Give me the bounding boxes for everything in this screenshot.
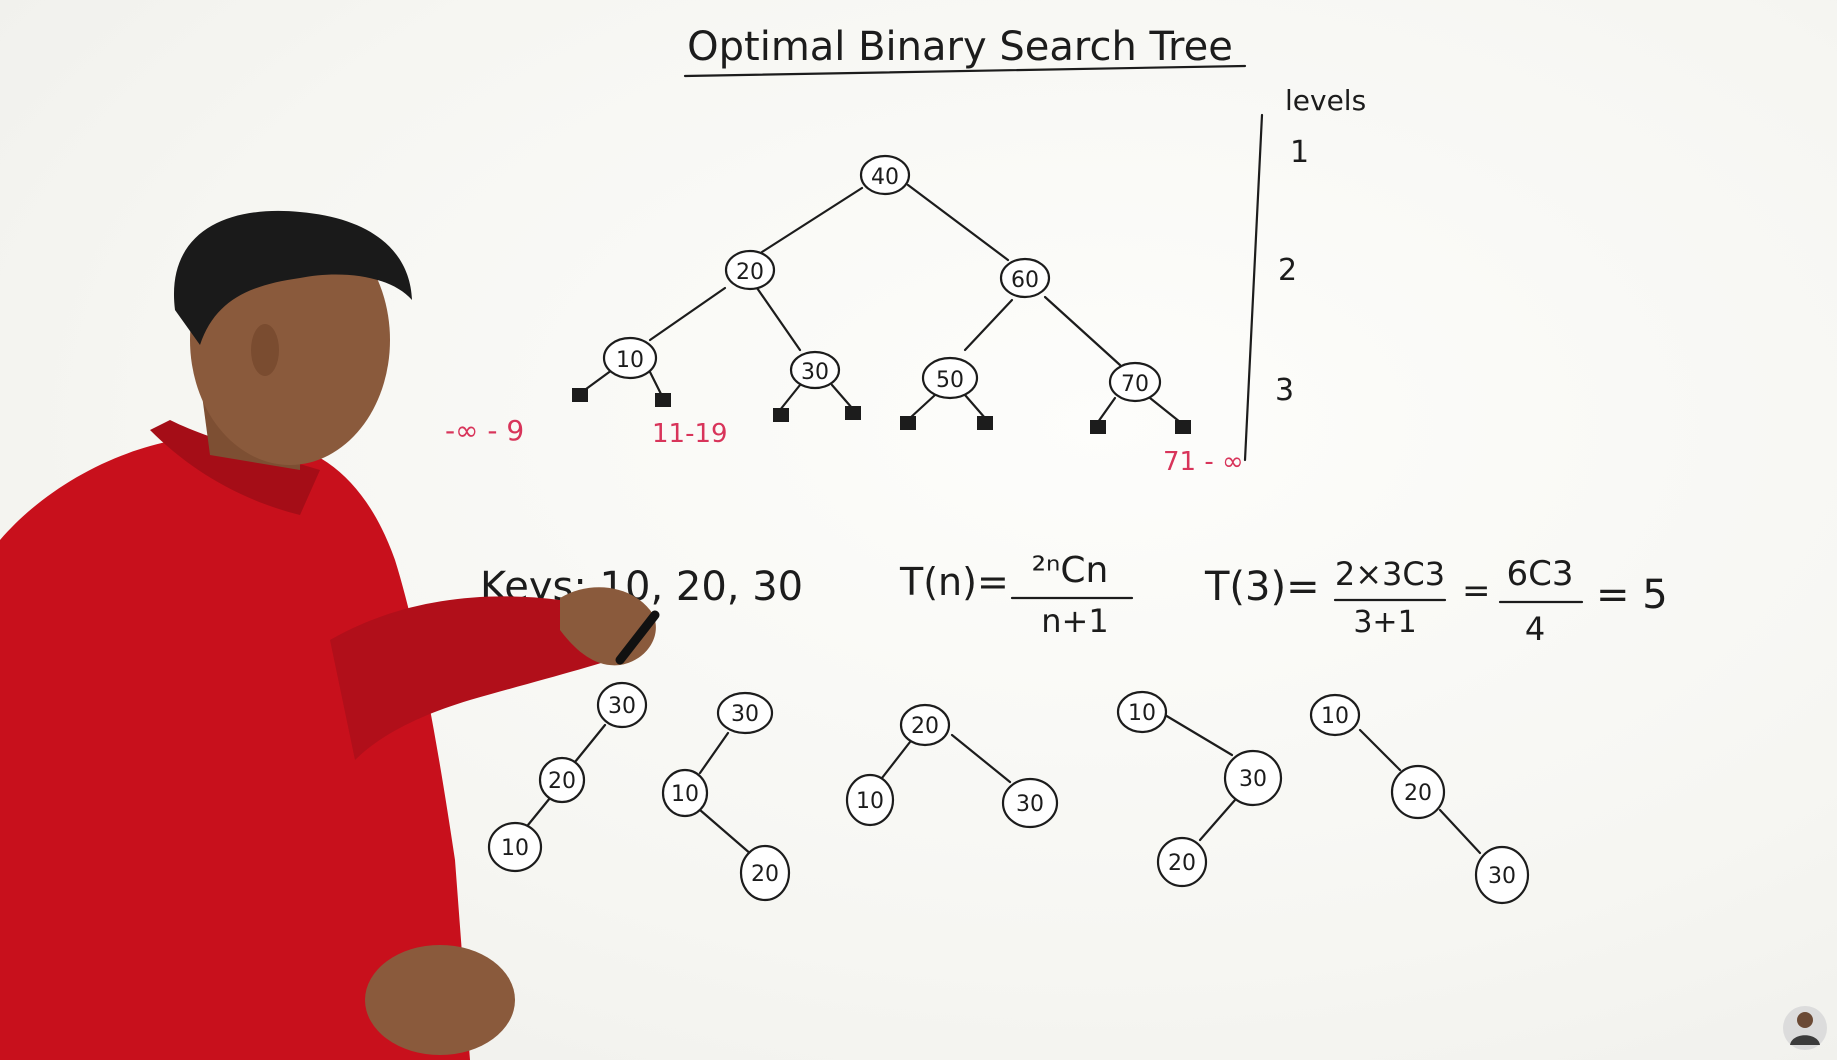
svg-text:2×3C3: 2×3C3 (1335, 555, 1445, 593)
tree-node-30: 30 (789, 350, 841, 390)
range-label-left: -∞ - 9 (445, 414, 524, 447)
range-label-right: 71 - ∞ (1163, 447, 1244, 477)
svg-text:10: 10 (616, 348, 644, 373)
svg-text:30: 30 (1016, 792, 1044, 817)
svg-text:30: 30 (1239, 767, 1267, 792)
small-tree-edges (526, 713, 1482, 857)
level-2: 2 (1278, 253, 1297, 288)
title-underline (683, 64, 1247, 78)
tree-node-10: 10 (602, 336, 658, 380)
svg-text:20: 20 (548, 769, 576, 794)
main-tree-edges (580, 183, 1182, 424)
svg-text:10: 10 (671, 782, 699, 807)
levels-label: levels (1285, 84, 1366, 117)
formula-catalan-three: T(3)= 2×3C3 3+1 = 6C3 4 = 5 (1204, 554, 1668, 648)
svg-text:10: 10 (1128, 701, 1156, 726)
range-label-middle: 11-19 (652, 419, 728, 449)
svg-text:3+1: 3+1 (1353, 605, 1416, 640)
svg-text:6C3: 6C3 (1506, 554, 1573, 594)
svg-text:n+1: n+1 (1041, 602, 1108, 640)
svg-text:20: 20 (1168, 851, 1196, 876)
levels-axis (1243, 113, 1264, 462)
svg-text:T(n)=: T(n)= (899, 560, 1009, 604)
ear (251, 324, 279, 376)
svg-text:40: 40 (871, 165, 899, 190)
main-tree-nodes: 40 20 60 10 30 50 70 (602, 154, 1162, 403)
marker-pen (615, 610, 660, 665)
tree-node-20: 20 (724, 249, 776, 291)
presenter (0, 210, 660, 1060)
svg-text:T(3)=: T(3)= (1204, 564, 1320, 610)
external-leaf-nodes (572, 388, 1191, 434)
svg-text:50: 50 (936, 368, 964, 393)
channel-avatar (1783, 1006, 1827, 1050)
tree-node-70: 70 (1108, 361, 1162, 403)
svg-text:10: 10 (501, 836, 529, 861)
tree-node-40: 40 (859, 154, 911, 196)
svg-text:= 5: = 5 (1596, 572, 1668, 618)
svg-text:30: 30 (731, 702, 759, 727)
board-title: Optimal Binary Search Tree (687, 24, 1233, 70)
formula-catalan-general: T(n)= ²ⁿCn n+1 (899, 550, 1134, 640)
svg-text:20: 20 (736, 260, 764, 285)
svg-text:=: = (1462, 571, 1491, 611)
tree-node-50: 50 (921, 356, 979, 400)
svg-text:20: 20 (911, 714, 939, 739)
hair (173, 210, 412, 345)
small-tree-5: 10 20 30 (1309, 693, 1530, 905)
lower-hand (365, 945, 515, 1055)
red-shirt (0, 435, 470, 1060)
svg-text:30: 30 (1488, 864, 1516, 889)
small-tree-3: 20 10 30 (845, 703, 1059, 829)
level-1: 1 (1290, 135, 1309, 170)
small-tree-2: 30 10 20 (661, 691, 791, 902)
shirt-collar (150, 420, 320, 515)
svg-text:20: 20 (1404, 781, 1432, 806)
pointing-arm-sleeve (330, 596, 640, 760)
svg-text:4: 4 (1525, 610, 1545, 648)
level-3: 3 (1275, 373, 1294, 408)
svg-text:30: 30 (801, 360, 829, 385)
svg-text:20: 20 (751, 862, 779, 887)
svg-text:30: 30 (608, 694, 636, 719)
svg-text:10: 10 (856, 789, 884, 814)
svg-text:²ⁿCn: ²ⁿCn (1032, 550, 1109, 591)
small-tree-1: 30 20 10 (487, 681, 648, 873)
svg-text:60: 60 (1011, 268, 1039, 293)
svg-text:10: 10 (1321, 704, 1349, 729)
svg-text:70: 70 (1121, 372, 1149, 397)
small-tree-4: 10 30 20 (1116, 690, 1283, 888)
tree-node-60: 60 (999, 257, 1051, 299)
